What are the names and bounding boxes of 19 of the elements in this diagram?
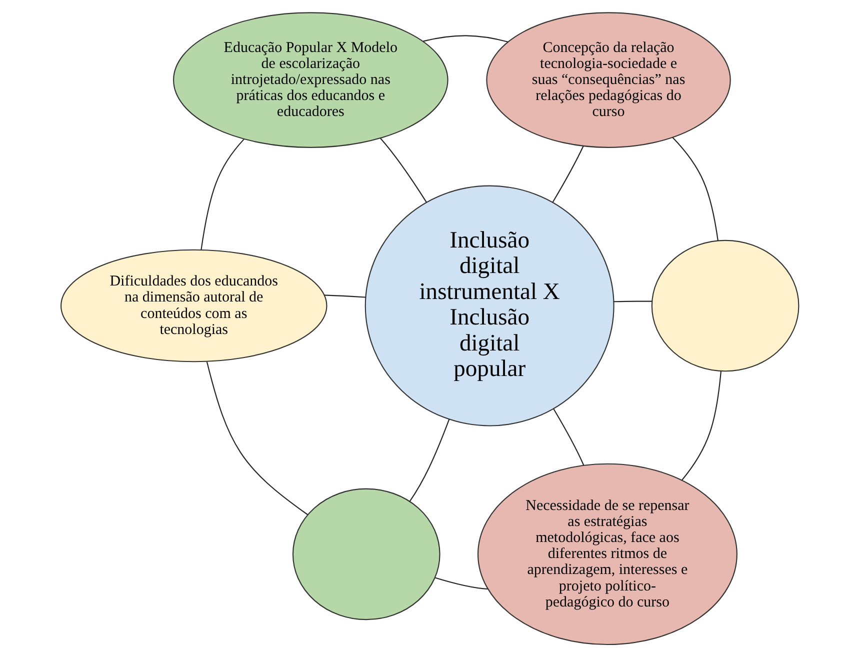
node-ellipse: Educação Popular X Modelo de escolarização introjetado/expressado nas práticas dos educandos e educadores (173, 12, 448, 148)
node-ellipse: Concepção da relação tecnologia-sociedade e suas “consequências” nas relações pedagógicas do curso (486, 12, 731, 148)
connector (614, 300, 652, 302)
connector (380, 138, 427, 203)
connector (206, 362, 308, 516)
connector (435, 577, 488, 590)
node-circle (292, 488, 440, 620)
node-circle: Inclusão digital instrumental X Inclusão digital popular (364, 185, 614, 426)
connector (409, 418, 450, 502)
connector (672, 137, 718, 241)
node-circle (651, 240, 800, 372)
connector (324, 294, 366, 298)
connector (552, 146, 584, 203)
node-ellipse: Dificuldades dos educandos na dimensão autoral de conteúdos com as tecnologias (60, 249, 328, 362)
connector (682, 371, 722, 480)
connector (423, 35, 508, 42)
connector (553, 408, 584, 466)
connector (200, 138, 244, 250)
node-ellipse: Necessidade de se repensar as estratégias metodológicas, face aos diferentes ritmos de aprendizagem, interesses e projeto político-pedagógico do curso (477, 463, 738, 646)
